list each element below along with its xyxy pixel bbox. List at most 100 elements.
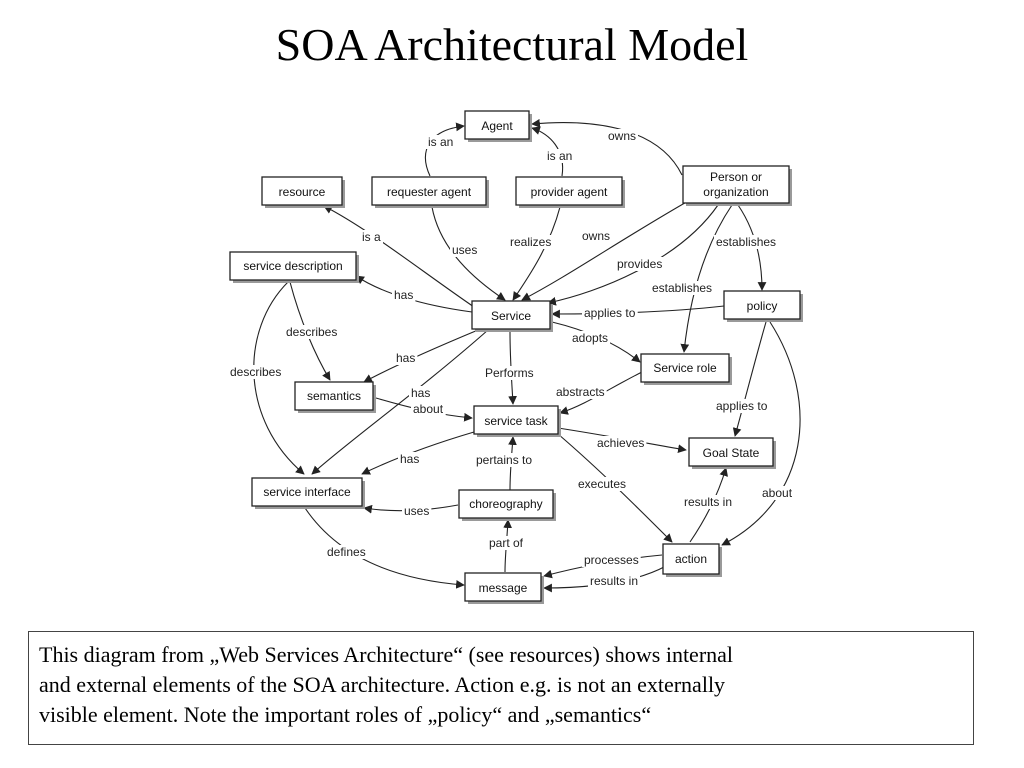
svg-text:choreography: choreography	[469, 497, 542, 511]
label-provides: provides	[617, 257, 662, 271]
label-person-owns-service: owns	[582, 229, 610, 243]
edge-label-bg	[325, 545, 368, 559]
edge-provider-realizes-service	[512, 206, 561, 301]
svg-text:policy: policy	[747, 299, 778, 313]
svg-text:requester agent: requester agent	[387, 185, 472, 199]
svg-text:action: action	[675, 552, 707, 566]
soa-model-diagram: is an is an owns is a uses realizes owns…	[228, 110, 803, 604]
edge-label-bg	[487, 536, 526, 550]
edge-label-bg	[554, 385, 607, 399]
label-has-semantics: has	[396, 351, 415, 365]
svg-text:Service role: Service role	[653, 361, 717, 375]
edge-label-bg	[284, 325, 340, 339]
edge-label-bg	[409, 386, 433, 400]
edge-task-has-interface	[361, 431, 475, 475]
edge-label-bg	[714, 235, 779, 249]
label-semantics-has: has	[411, 386, 430, 400]
edge-label-bg	[588, 574, 641, 588]
edge-requester-is-an-agent	[425, 122, 465, 177]
edge-label-bg	[398, 452, 422, 466]
node-service-task: service task	[473, 405, 561, 437]
label-adopts: adopts	[572, 331, 608, 345]
edge-label-bg	[650, 281, 715, 295]
edge-label-bg	[360, 230, 383, 244]
svg-text:Agent: Agent	[481, 119, 513, 133]
edge-label-bg	[576, 477, 629, 491]
node-policy: policy	[723, 290, 803, 322]
edge-requester-uses-service	[431, 206, 506, 301]
svg-text:Service: Service	[491, 309, 531, 323]
label-achieves: achieves	[597, 436, 644, 450]
node-service-role: Service role	[640, 353, 732, 385]
label-person-owns-agent: owns	[608, 129, 636, 143]
label-describes-semantics: describes	[286, 325, 337, 339]
edge-label-bg	[714, 399, 770, 413]
edge-label-bg	[545, 149, 575, 163]
label-about-action: about	[762, 486, 793, 500]
edge-label-bg	[582, 553, 641, 567]
label-uses-choreography: uses	[404, 504, 429, 518]
edge-label-bg	[570, 331, 611, 345]
edge-person-establishes-role	[680, 204, 733, 353]
edge-person-owns-service	[521, 199, 691, 301]
edge-interface-defines-message	[304, 507, 465, 589]
label-realizes: realizes	[510, 235, 551, 249]
edge-labels: is an is an owns is a uses realizes owns…	[228, 129, 795, 588]
svg-text:service description: service description	[243, 259, 342, 273]
edge-service-is-a-resource	[323, 205, 475, 308]
svg-text:service interface: service interface	[263, 485, 351, 499]
label-part-of: part of	[489, 536, 524, 550]
edge-label-bg	[508, 235, 554, 249]
label-uses: uses	[452, 243, 477, 257]
edge-policy-applies-to-service	[551, 305, 725, 319]
caption-box: This diagram from „Web Services Architec…	[28, 631, 974, 745]
node-message: message	[464, 572, 544, 604]
edge-provider-is-an-agent	[531, 126, 564, 177]
edge-label-bg	[760, 486, 795, 500]
node-resource: resource	[261, 176, 345, 208]
caption-line-1: This diagram from „Web Services Architec…	[39, 642, 734, 667]
svg-text:resource: resource	[279, 185, 326, 199]
edge-semantics-has-interface	[311, 329, 489, 475]
edge-label-bg	[450, 243, 480, 257]
svg-text:provider agent: provider agent	[531, 185, 608, 199]
svg-text:semantics: semantics	[307, 389, 361, 403]
label-pertains-to: pertains to	[476, 453, 532, 467]
label-task-has: has	[400, 452, 419, 466]
label-processes: processes	[584, 553, 639, 567]
edge-label-bg	[606, 129, 639, 143]
node-service: Service	[471, 300, 553, 332]
label-describes-interface: describes	[230, 365, 281, 379]
node-requester-agent: requester agent	[371, 176, 489, 208]
edge-label-bg	[615, 257, 665, 271]
node-provider-agent: provider agent	[515, 176, 625, 208]
edge-service-has-semantics	[363, 329, 479, 383]
edge-label-bg	[483, 366, 536, 380]
label-is-a: is a	[362, 230, 381, 244]
svg-text:message: message	[479, 581, 528, 595]
svg-text:organization: organization	[703, 185, 768, 199]
label-performs: Performs	[485, 366, 534, 380]
node-service-interface: service interface	[251, 477, 365, 509]
label-establishes-policy: establishes	[716, 235, 776, 249]
label-establishes-role: establishes	[652, 281, 712, 295]
node-semantics: semantics	[294, 381, 376, 413]
caption-line-2: and external elements of the SOA archite…	[39, 672, 726, 697]
edge-label-bg	[474, 453, 535, 467]
node-service-description: service description	[229, 251, 359, 283]
caption-line-3: visible element. Note the important role…	[39, 702, 652, 727]
svg-text:service task: service task	[484, 414, 548, 428]
page-title: SOA Architectural Model	[275, 19, 749, 70]
node-choreography: choreography	[458, 489, 556, 521]
edge-policy-about-action	[721, 321, 801, 546]
label-requester-is-an: is an	[428, 135, 453, 149]
edge-label-bg	[595, 436, 647, 450]
label-provider-is-an: is an	[547, 149, 572, 163]
label-executes: executes	[578, 477, 626, 491]
edge-label-bg	[580, 229, 613, 243]
label-applies-to-goal: applies to	[716, 399, 768, 413]
svg-text:Person or: Person or	[710, 170, 762, 184]
node-goal-state: Goal State	[688, 437, 776, 469]
label-results-in-message: results in	[590, 574, 638, 588]
edge-label-bg	[402, 504, 432, 518]
